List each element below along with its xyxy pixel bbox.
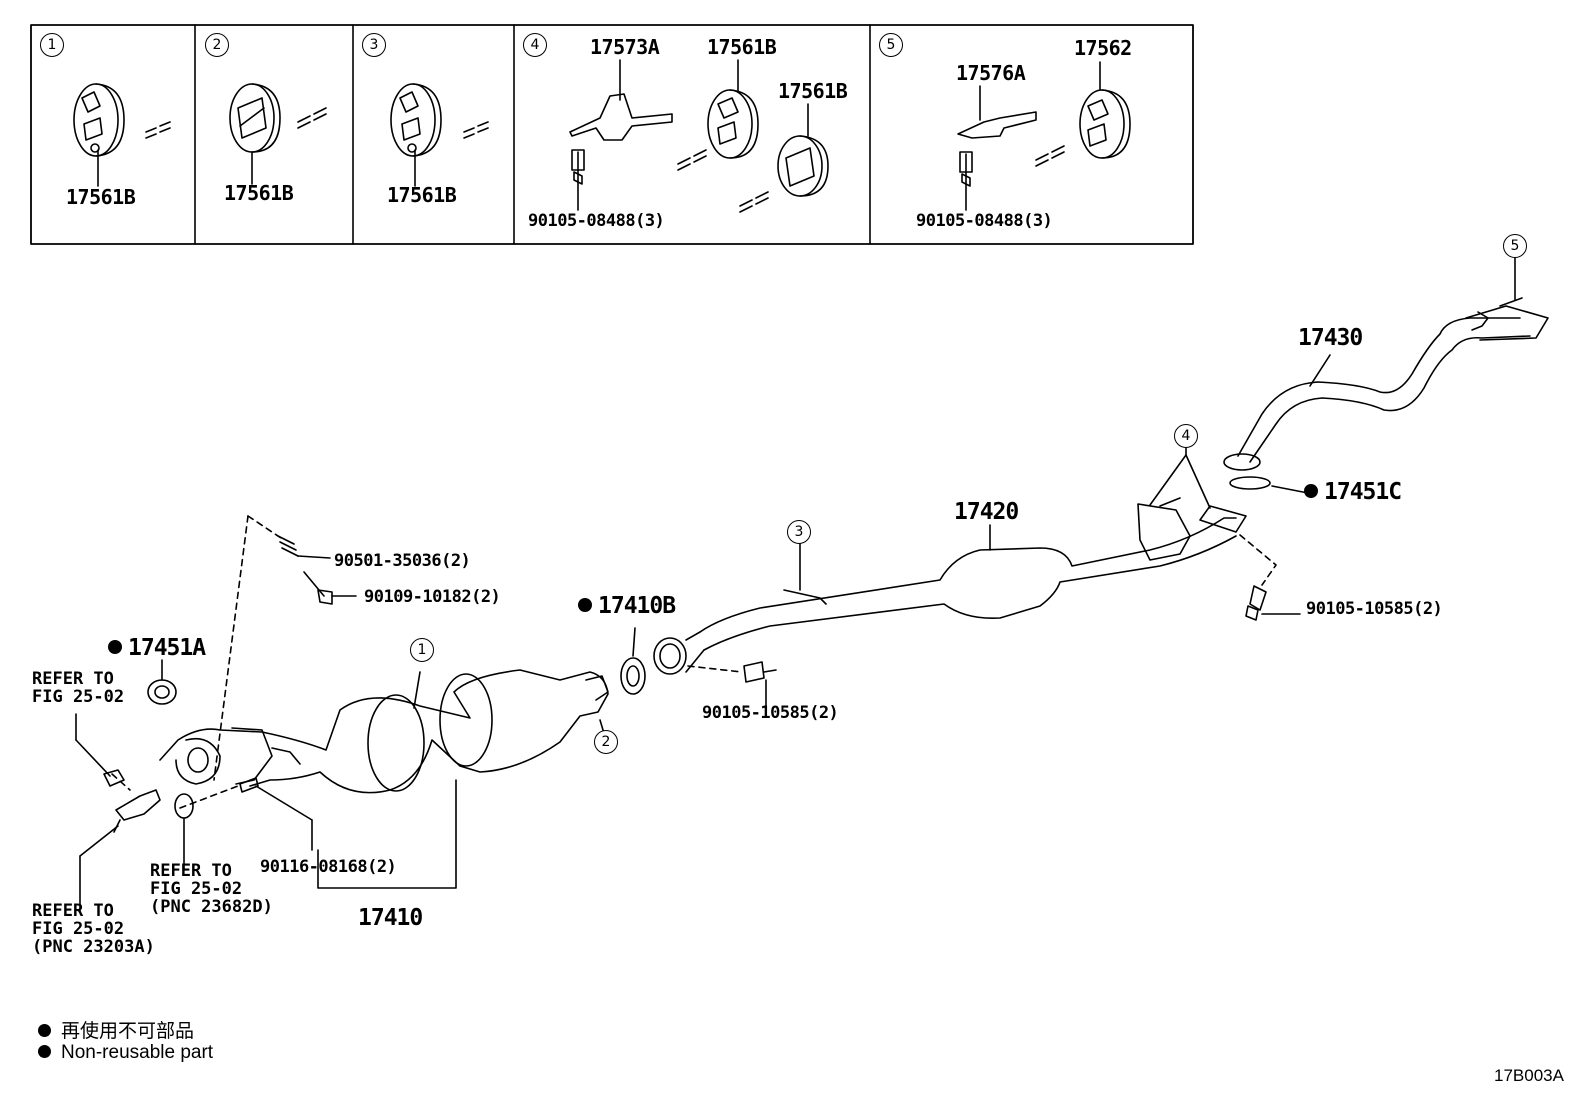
nonreusable-dot: [108, 640, 122, 654]
callout-3: 3: [787, 520, 811, 544]
part-label[interactable]: 90105-08488(3): [916, 211, 1053, 231]
converter-17410: [159, 669, 609, 889]
refer-note: REFER TO FIG 25-02 (PNC 23203A): [32, 901, 155, 957]
callout-5: 5: [1503, 234, 1527, 258]
part-label[interactable]: 17573A: [590, 35, 660, 59]
insulator-icon: [390, 83, 489, 187]
legend-english: Non-reusable part: [38, 1042, 213, 1064]
dashed-leader: [1239, 534, 1277, 586]
part-label[interactable]: 17576A: [956, 61, 1026, 85]
part-label[interactable]: 17410: [358, 905, 423, 931]
bolt-90105-right: [1245, 585, 1301, 621]
insulator-icon: [1035, 61, 1131, 167]
callout-2: 2: [594, 730, 618, 754]
part-label[interactable]: 90116-08168(2): [260, 857, 397, 877]
dashed-leader: [213, 515, 249, 781]
callout-4: 4: [1174, 424, 1198, 448]
insulator-icon: [229, 83, 327, 185]
part-label[interactable]: 90105-08488(3): [528, 211, 665, 231]
part-label[interactable]: 17562: [1074, 36, 1132, 60]
bracket-icon: [957, 85, 1037, 211]
nut-icon: [75, 713, 125, 787]
bracket-icon: [569, 59, 673, 211]
part-label-nonreusable[interactable]: 17451A: [108, 636, 206, 661]
spring-90501: [277, 535, 331, 559]
tail-pipe-17430: [1223, 255, 1549, 471]
nonreusable-dot: [578, 598, 592, 612]
gasket-17451C: [1229, 476, 1309, 494]
part-label[interactable]: 17561B: [224, 181, 294, 205]
box-number-4: 4: [523, 33, 547, 57]
gasket-17410B: [620, 627, 646, 695]
gasket-icon: [174, 793, 194, 871]
center-pipe-17420: [653, 444, 1247, 675]
part-label[interactable]: 90105-10585(2): [1306, 599, 1443, 619]
part-label-nonreusable[interactable]: 17451C: [1304, 480, 1402, 505]
part-label[interactable]: 17561B: [66, 185, 136, 209]
sensor-icon: [79, 789, 161, 913]
nonreusable-dot: [1304, 484, 1318, 498]
callout-1: 1: [410, 638, 434, 662]
part-label[interactable]: 17430: [1298, 325, 1363, 351]
part-label[interactable]: 17561B: [387, 183, 457, 207]
box-number-1: 1: [40, 33, 64, 57]
dashed-leader: [687, 665, 743, 673]
part-label[interactable]: 90501-35036(2): [334, 551, 471, 571]
part-label[interactable]: 17561B: [778, 79, 848, 103]
insulator-icon: [677, 59, 759, 171]
box-number-2: 2: [205, 33, 229, 57]
gasket-17451A: [147, 659, 177, 705]
legend-dot: [38, 1023, 51, 1037]
detail-box-frames: [30, 24, 1194, 245]
part-label[interactable]: 17420: [954, 499, 1019, 525]
part-label[interactable]: 17561B: [707, 35, 777, 59]
bolt-90109: [303, 571, 357, 605]
insulator-icon: [739, 103, 829, 213]
legend-dot: [38, 1044, 51, 1058]
part-label[interactable]: 90109-10182(2): [364, 587, 501, 607]
dashed-leader: [179, 785, 239, 809]
figure-code: 17B003A: [1494, 1066, 1564, 1085]
stud-90116: [239, 777, 313, 851]
bolt-90105-center: [743, 661, 777, 707]
refer-note: REFER TO FIG 25-02 (PNC 23682D): [150, 861, 273, 917]
box-number-3: 3: [362, 33, 386, 57]
box-number-5: 5: [879, 33, 903, 57]
part-label[interactable]: 90105-10585(2): [702, 703, 839, 723]
refer-note: REFER TO FIG 25-02: [32, 669, 125, 707]
part-label-nonreusable[interactable]: 17410B: [578, 594, 676, 619]
legend-japanese: 再使用不可部品: [38, 1016, 194, 1043]
insulator-icon: [73, 83, 171, 187]
